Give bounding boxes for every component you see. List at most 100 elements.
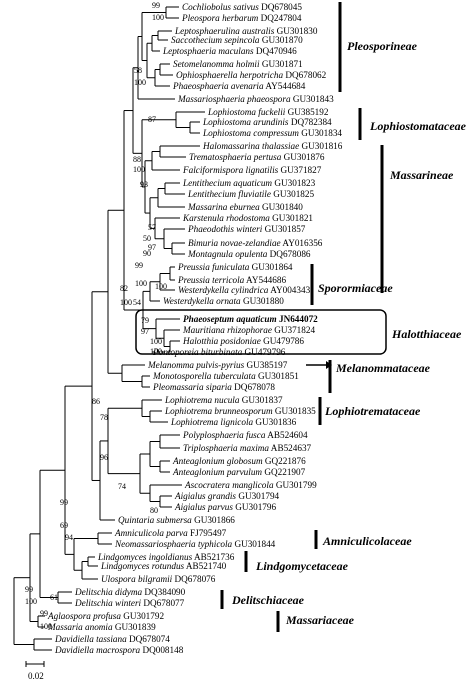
taxon-accession-delitschia-winteri: DQ678077: [141, 598, 185, 608]
support-value: 86: [92, 397, 100, 406]
taxon-name-halotthia-posidoniae: Halotthia posidoniae: [182, 336, 261, 346]
taxon-label-phaeodothis-winteri: Phaeodothis winteri GU301857: [187, 224, 306, 234]
taxon-accession-lentithecium-aquaticum: GU301823: [272, 178, 316, 188]
taxon-label-amniculicola-parva: Amniculicola parva FJ795497: [114, 528, 227, 538]
family-label-pleosporineae: Pleosporineae: [347, 39, 418, 53]
family-label-amniculicolaceae: Amniculicolaceae: [322, 534, 412, 548]
support-value: 54: [133, 298, 141, 307]
support-value: 99: [135, 261, 143, 270]
taxon-name-pontoporeia-biturbinata: Pontoporeia biturbinata: [152, 347, 243, 357]
support-value: 79: [141, 316, 149, 325]
taxon-name-westerdykella-ornata: Westerdykella ornata: [163, 296, 241, 306]
taxon-name-quintaria-submersa: Quintaria submersa: [118, 515, 192, 525]
taxon-label-bimuria-novae-zelandiae: Bimuria novae-zelandiae AY016356: [188, 238, 323, 248]
taxon-accession-karstenula-rhodostoma: GU301821: [270, 213, 314, 223]
support-value: 58: [134, 66, 142, 75]
taxon-label-lophiotrema-brunneosporum: Lophiotrema brunneosporum GU301835: [164, 406, 316, 416]
taxon-label-setomelanomma-holmii: Setomelanomma holmii GU301871: [173, 59, 303, 69]
taxon-accession-phaeoseptum-aquaticum: JN644072: [277, 314, 318, 324]
taxon-label-karstenula-rhodostoma: Karstenula rhodostoma GU301821: [182, 213, 313, 223]
family-label-lophiostomataceae: Lophiostomataceae: [369, 119, 467, 133]
taxon-name-lindgomyces-rotundus: Lindgomyces rotundus: [100, 561, 185, 571]
taxon-label-pleomassaria-siparia: Pleomassaria siparia DQ678078: [152, 382, 275, 392]
taxon-name-pleomassaria-siparia: Pleomassaria siparia: [152, 382, 232, 392]
support-value: 61: [50, 593, 58, 602]
taxon-accession-massaria-anomia: GU301839: [113, 622, 157, 632]
taxon-label-halotthia-posidoniae: Halotthia posidoniae GU479786: [182, 336, 304, 346]
taxon-accession-saccothecium-sepincola: GU301870: [260, 35, 304, 45]
taxon-name-amniculicola-parva: Amniculicola parva: [114, 528, 188, 538]
taxon-name-lophiostoma-fuckelii: Lophiostoma fuckelii: [207, 107, 286, 117]
taxon-label-delitschia-winteri: Delitschia winteri DQ678077: [74, 598, 185, 608]
taxon-label-ascocratera-manglicola: Ascocratera manglicola GU301799: [184, 480, 317, 490]
support-value: 99: [25, 585, 33, 594]
taxon-label-lophiostoma-fuckelii: Lophiostoma fuckelii GU385192: [207, 107, 329, 117]
taxon-label-davidiella-macrospora: Davidiella macrospora DQ008148: [54, 645, 184, 655]
taxon-accession-amniculicola-parva: FJ795497: [188, 528, 227, 538]
support-value: 99: [152, 1, 160, 10]
taxon-label-pontoporeia-biturbinata: Pontoporeia biturbinata GU479796: [152, 347, 286, 357]
taxon-name-ophiosphaerella-herpotricha: Ophiosphaerella herpotricha: [176, 70, 283, 80]
taxon-label-lophiotrema-nucula: Lophiotrema nucula GU301837: [164, 395, 283, 405]
support-value: 78: [100, 413, 108, 422]
support-value: 69: [60, 521, 68, 530]
taxon-name-lophiotrema-nucula: Lophiotrema nucula: [164, 395, 240, 405]
taxon-accession-aigialus-grandis: GU301794: [236, 491, 280, 501]
taxon-name-massarina-eburnea: Massarina eburnea: [187, 202, 260, 212]
taxon-accession-falciformispora-lignatilis: GU371827: [278, 165, 322, 175]
taxon-label-lindgomyces-rotundus: Lindgomyces rotundus AB521740: [100, 561, 227, 571]
taxon-name-aigialus-grandis: Aigialus grandis: [174, 491, 236, 501]
support-value: 97: [148, 243, 156, 252]
taxon-accession-lophiostoma-arundinis: DQ782384: [289, 117, 333, 127]
taxon-name-lophiotrema-lignicola: Lophiotrema lignicola: [170, 417, 253, 427]
taxon-name-phaeodothis-winteri: Phaeodothis winteri: [187, 224, 263, 234]
taxon-accession-ulospora-bilgramii: DQ678076: [172, 574, 216, 584]
taxon-label-westerdykella-ornata: Westerdykella ornata GU301880: [163, 296, 284, 306]
taxon-label-monotosporella-tuberculata: Monotosporella tuberculata GU301851: [152, 371, 299, 381]
support-value: 99: [60, 498, 68, 507]
taxon-accession-halomassarina-thalassiae: GU301816: [299, 141, 343, 151]
taxon-name-aglaospora-profusa: Aglaospora profusa: [47, 611, 121, 621]
family-label-melanommataceae: Melanommataceae: [335, 361, 431, 375]
taxon-accession-leptosphaeria-maculans: DQ470946: [254, 46, 298, 56]
taxon-accession-westerdykella-ornata: GU301880: [241, 296, 285, 306]
support-value: 88: [133, 155, 141, 164]
taxon-label-aigialus-parvus: Aigialus parvus GU301796: [174, 502, 276, 512]
taxon-accession-ascocratera-manglicola: GU301799: [274, 480, 318, 490]
taxon-label-lophiostoma-arundinis: Lophiostoma arundinis DQ782384: [202, 117, 332, 127]
taxon-name-delitschia-winteri: Delitschia winteri: [74, 598, 142, 608]
taxon-name-melanomma-pulvis-pyrius: Melanomma pulvis-pyrius: [147, 360, 245, 370]
taxon-name-ascocratera-manglicola: Ascocratera manglicola: [184, 480, 274, 490]
taxon-accession-setomelanomma-holmii: GU301871: [260, 59, 304, 69]
taxon-accession-lentithecium-fluviatile: GU301825: [271, 189, 315, 199]
taxon-accession-lophiotrema-nucula: GU301837: [239, 395, 283, 405]
taxon-accession-massarina-eburnea: GU301840: [260, 202, 304, 212]
taxon-accession-aglaospora-profusa: GU301792: [121, 611, 165, 621]
taxon-accession-westerdykella-cylindrica: AY004343: [268, 285, 310, 295]
taxon-name-lindgomyces-ingoldianus: Lindgomyces ingoldianus: [97, 552, 193, 562]
taxon-name-mauritiana-rhizophorae: Mauritiana rhizophorae: [182, 325, 272, 335]
taxon-name-setomelanomma-holmii: Setomelanomma holmii: [173, 59, 260, 69]
taxon-name-davidiella-tassiana: Davidiella tassiana: [54, 634, 127, 644]
taxon-name-cochliobolus-sativus: Cochliobolus sativus: [182, 2, 259, 12]
support-value: 100: [155, 282, 167, 291]
support-value: 87: [148, 115, 156, 124]
support-value: 80: [150, 506, 158, 515]
taxon-name-triplosphaeria-maxima: Triplosphaeria maxima: [183, 443, 269, 453]
taxon-label-neomassariosphaeria-typhicola: Neomassariosphaeria typhicola GU301844: [114, 539, 276, 549]
taxon-name-lentithecium-aquaticum: Lentithecium aquaticum: [182, 178, 272, 188]
taxon-label-polyplosphaeria-fusca: Polyplosphaeria fusca AB524604: [182, 430, 308, 440]
taxon-accession-bimuria-novae-zelandiae: AY016356: [281, 238, 323, 248]
support-value: 100: [40, 622, 52, 631]
taxon-name-montagnula-opulenta: Montagnula opulenta: [187, 249, 268, 259]
support-value: 96: [100, 453, 108, 462]
taxon-accession-leptosphaerulina-australis: GU301830: [274, 26, 318, 36]
arrow-head-icon: [326, 361, 332, 369]
taxon-name-davidiella-macrospora: Davidiella macrospora: [54, 645, 141, 655]
support-value: 100: [120, 298, 132, 307]
family-label-massarineae: Massarineae: [389, 168, 454, 182]
taxon-accession-anteaglonium-globosum: GQ221876: [263, 456, 307, 466]
